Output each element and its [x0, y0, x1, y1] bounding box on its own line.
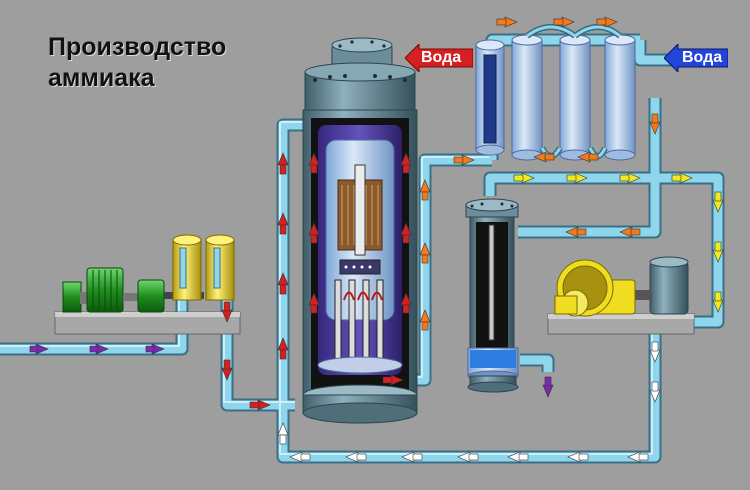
separator-column [465, 198, 519, 393]
flow-arrows [29, 16, 724, 463]
water-inlet-arrow: Вода [664, 44, 728, 72]
title-line-1: Производство [48, 33, 227, 61]
water-inlet-label: Вода [682, 49, 723, 66]
left-arrow-icon [664, 44, 728, 72]
circulation-pump [547, 256, 695, 335]
title-line-2: аммиака [48, 64, 155, 92]
diagram-title: Производство аммиака [48, 32, 226, 94]
synthesis-column [302, 37, 418, 424]
water-outlet-label: Вода [421, 49, 462, 66]
heat-exchanger-bank [475, 24, 636, 161]
compressor-unit [54, 234, 241, 335]
water-outlet-arrow: Вода [405, 44, 473, 72]
left-arrow-icon [405, 44, 473, 72]
